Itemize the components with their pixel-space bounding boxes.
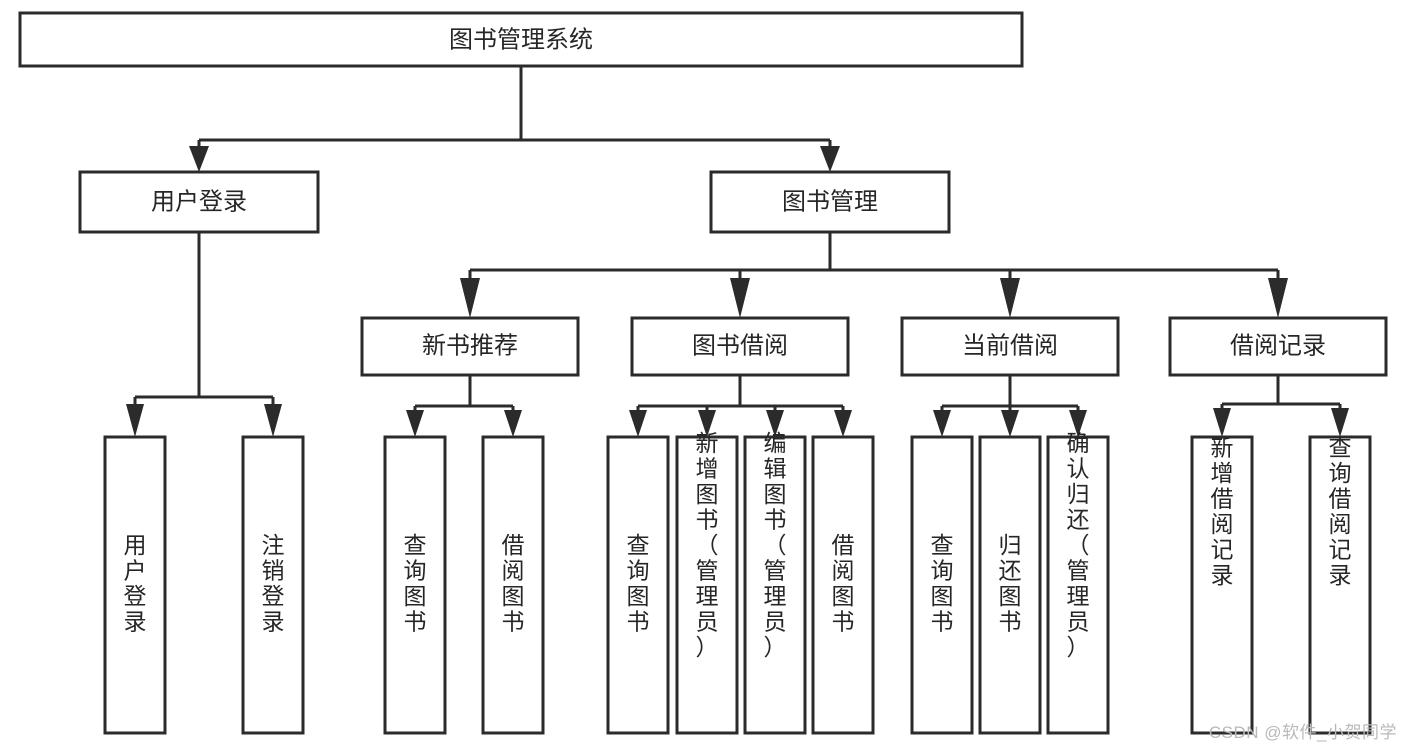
leaf-node[interactable]: 借阅图书 [811, 435, 875, 735]
node-book-management-box[interactable] [709, 170, 951, 234]
node-user-login[interactable]: 用户登录 [78, 170, 320, 234]
node-new-book-recommend[interactable]: 新书推荐 [360, 316, 580, 377]
arrow-bookmgmt-child-2 [730, 278, 750, 318]
arrow-login-leaf-1 [126, 404, 144, 437]
leaf-bookborrow-add-label: 新增图书（管理员） [696, 430, 719, 660]
arrow-newbook-leaf-2 [504, 410, 522, 437]
leaf-node[interactable]: 查询图书 [606, 435, 670, 735]
arrow-login-leaf-2 [264, 404, 282, 437]
csdn-watermark: CSDN @软件_小贺同学 [1208, 723, 1397, 742]
leaf-newbook-query-box[interactable] [383, 435, 447, 735]
node-current-borrow[interactable]: 当前借阅 [900, 316, 1120, 377]
leaf-node[interactable]: 注销登录 [241, 435, 305, 735]
arrow-bookborrow-leaf-2 [698, 410, 716, 437]
connector-group-book-borrow [629, 375, 852, 437]
leaf-bookborrow-query-box[interactable] [606, 435, 670, 735]
arrow-currentborrow-leaf-2 [1001, 410, 1019, 437]
node-root-label: 图书管理系统 [449, 26, 593, 53]
leaf-user-login-box[interactable] [103, 435, 167, 735]
node-book-management[interactable]: 图书管理 [709, 170, 951, 234]
arrow-bookborrow-leaf-4 [834, 410, 852, 437]
arrow-root-to-bookmgmt [820, 146, 840, 172]
leaf-currentborrow-query-label: 查询图书 [931, 532, 954, 635]
connector-group-user-login [126, 232, 282, 437]
node-borrow-record-box[interactable] [1168, 316, 1388, 377]
leaf-node[interactable]: 查询借阅记录 [1308, 434, 1372, 735]
leaf-currentborrow-confirm-box[interactable] [1046, 435, 1110, 735]
arrow-bookmgmt-child-4 [1268, 278, 1288, 318]
node-new-book-recommend-box[interactable] [360, 316, 580, 377]
leaf-currentborrow-return-label: 归还图书 [999, 532, 1022, 635]
leaf-logout-box[interactable] [241, 435, 305, 735]
node-book-borrow[interactable]: 图书借阅 [630, 316, 850, 377]
arrow-borrowrecord-leaf-1 [1213, 408, 1231, 437]
leaf-borrowrecord-query-label: 查询借阅记录 [1329, 434, 1352, 588]
leaf-bookborrow-query-label: 查询图书 [627, 532, 650, 635]
leaf-currentborrow-return-box[interactable] [978, 435, 1042, 735]
leaf-user-login-label: 用户登录 [124, 532, 147, 635]
leaf-currentborrow-query-box[interactable] [910, 435, 974, 735]
arrow-currentborrow-leaf-1 [933, 410, 951, 437]
leaf-node[interactable]: 归还图书 [978, 435, 1042, 735]
arrow-bookmgmt-child-3 [1000, 278, 1020, 318]
leaf-bookborrow-borrow-label: 借阅图书 [832, 532, 855, 635]
arrow-bookborrow-leaf-3 [766, 410, 784, 437]
node-borrow-record[interactable]: 借阅记录 [1168, 316, 1388, 377]
leaf-borrowrecord-add-label: 新增借阅记录 [1211, 434, 1234, 588]
leaf-bookborrow-edit-label: 编辑图书（管理员） [764, 430, 787, 660]
node-user-login-box[interactable] [78, 170, 320, 234]
arrow-root-to-login [189, 146, 209, 172]
leaf-node[interactable]: 编辑图书（管理员） [743, 430, 807, 735]
node-borrow-record-label: 借阅记录 [1230, 332, 1326, 359]
leaf-bookborrow-borrow-box[interactable] [811, 435, 875, 735]
leaf-node[interactable]: 新增借阅记录 [1190, 434, 1254, 735]
leaf-borrowrecord-query-box[interactable] [1308, 435, 1372, 735]
leaf-node[interactable]: 新增图书（管理员） [675, 430, 739, 735]
leaf-bookborrow-edit-box[interactable] [743, 435, 807, 735]
arrow-newbook-leaf-1 [406, 410, 424, 437]
leaf-node[interactable]: 用户登录 [103, 435, 167, 735]
leaf-node[interactable]: 查询图书 [910, 435, 974, 735]
node-book-borrow-box[interactable] [630, 316, 850, 377]
arrow-borrowrecord-leaf-2 [1331, 408, 1349, 437]
node-root[interactable]: 图书管理系统 [18, 11, 1024, 68]
connector-group-new-book [406, 375, 522, 437]
leaf-node[interactable]: 确认归还（管理员） [1046, 430, 1110, 735]
node-book-management-label: 图书管理 [782, 188, 878, 215]
arrow-bookborrow-leaf-1 [629, 410, 647, 437]
leaf-logout-label: 注销登录 [262, 532, 285, 635]
leaf-newbook-query-label: 查询图书 [404, 532, 427, 635]
leaf-newbook-borrow-box[interactable] [481, 435, 545, 735]
connector-group-book-management [460, 232, 1288, 318]
arrow-currentborrow-leaf-3 [1069, 410, 1087, 437]
node-book-borrow-label: 图书借阅 [692, 332, 788, 359]
node-current-borrow-box[interactable] [900, 316, 1120, 377]
leaf-node[interactable]: 借阅图书 [481, 435, 545, 735]
connector-group-borrow-record [1213, 375, 1349, 437]
leaf-node[interactable]: 查询图书 [383, 435, 447, 735]
leaf-bookborrow-add-box[interactable] [675, 435, 739, 735]
node-user-login-label: 用户登录 [151, 188, 247, 215]
arrow-bookmgmt-child-1 [460, 278, 480, 318]
node-new-book-recommend-label: 新书推荐 [422, 332, 518, 359]
node-root-box[interactable] [18, 11, 1024, 68]
node-current-borrow-label: 当前借阅 [962, 332, 1058, 359]
leaf-newbook-borrow-label: 借阅图书 [502, 532, 525, 635]
connector-group-root [189, 66, 840, 172]
leaf-borrowrecord-add-box[interactable] [1190, 435, 1254, 735]
connector-group-current-borrow [933, 375, 1087, 437]
leaf-currentborrow-confirm-label: 确认归还（管理员） [1067, 430, 1090, 660]
